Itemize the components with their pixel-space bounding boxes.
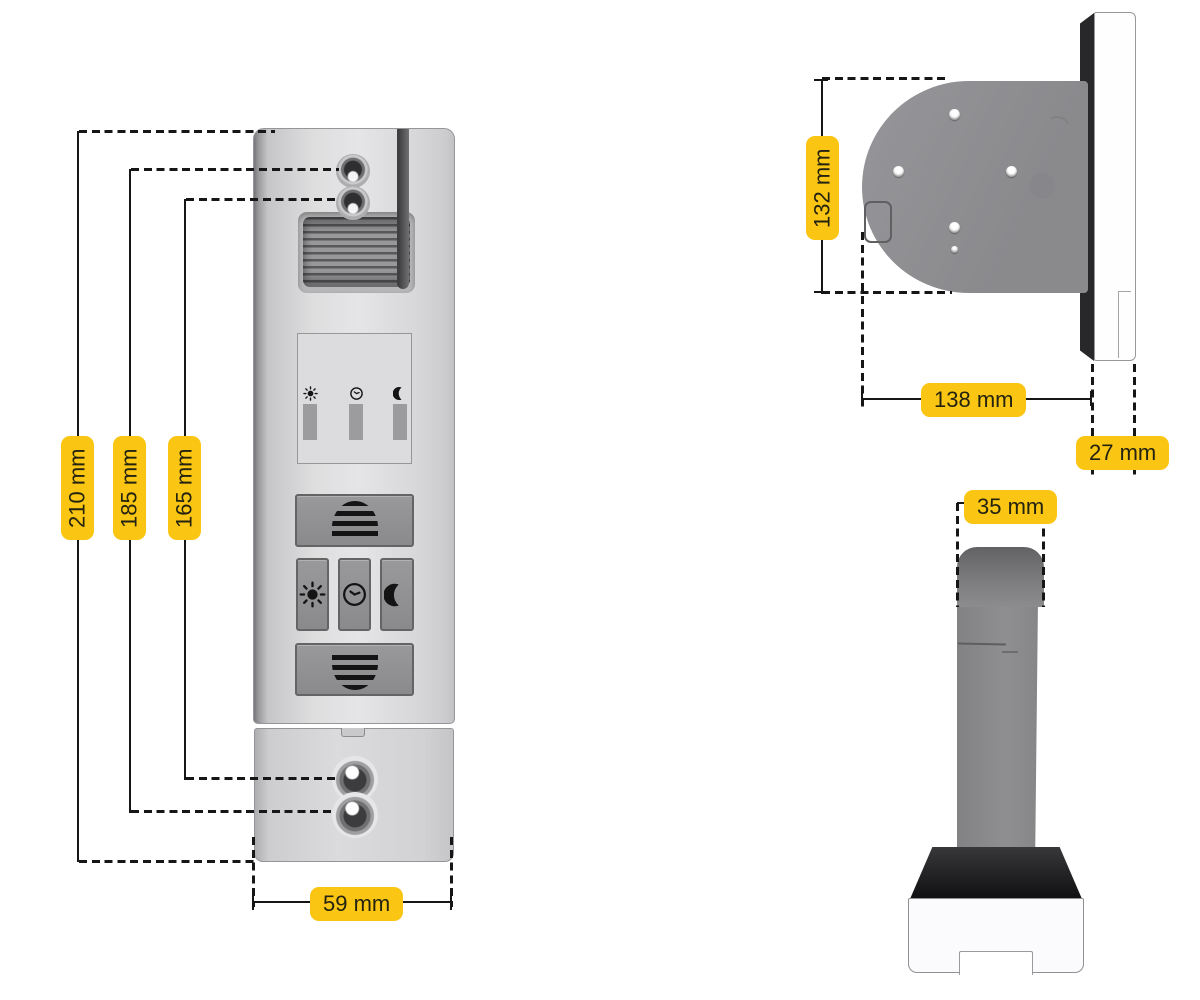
belt-latch-detail	[864, 201, 892, 243]
clock-icon	[349, 387, 363, 400]
dim-extension-185-bottom	[131, 810, 336, 813]
dim-extension-165-bottom	[186, 777, 336, 780]
dim-label-185mm: 185 mm	[113, 436, 146, 540]
dim-extension-210-top	[79, 130, 275, 133]
dim-extension-138-left	[861, 232, 864, 408]
plate-hole-left	[893, 166, 904, 177]
plate-hole-right	[1006, 166, 1017, 177]
panel-inner-detail	[1118, 291, 1131, 358]
base-notch	[959, 951, 1033, 975]
sun-button	[296, 558, 329, 631]
dim-tick	[814, 79, 828, 81]
level-bar-sun	[303, 404, 317, 440]
dim-tick	[450, 895, 452, 910]
plate-circle-detail	[1029, 173, 1055, 199]
dim-extension-138-right	[1091, 364, 1094, 476]
clock-icon	[343, 583, 366, 606]
top-screw-hole-1	[336, 154, 370, 188]
shutter-down-icon	[331, 649, 378, 690]
display-panel	[297, 333, 412, 464]
base-front-face	[908, 898, 1084, 973]
plate-hole-small	[951, 246, 958, 253]
cover-release-tab	[341, 728, 365, 737]
dim-label-132mm: 132 mm	[806, 136, 839, 240]
dim-extension-132-bottom	[822, 291, 952, 294]
moon-icon	[392, 387, 401, 400]
dim-label-138mm: 138 mm	[921, 383, 1027, 417]
moon-icon	[384, 583, 399, 606]
shutter-up-icon	[331, 500, 378, 541]
dim-extension-59-right	[450, 837, 453, 907]
dim-tick	[1090, 391, 1092, 406]
sun-icon	[299, 581, 326, 608]
housing-front-panel	[1094, 12, 1136, 361]
dim-label-27mm: 27 mm	[1076, 436, 1170, 470]
level-bar-moon	[393, 404, 407, 440]
belt-outlet-cap	[957, 547, 1044, 607]
dim-label-165mm: 165 mm	[168, 436, 201, 540]
bottom-screw-hole-2	[332, 792, 378, 838]
housing-seam-small	[1002, 651, 1018, 653]
dim-extension-59-left	[252, 837, 255, 907]
dim-tick	[252, 895, 254, 910]
dim-label-210mm: 210 mm	[61, 436, 94, 540]
plate-hole-bottom	[949, 222, 960, 233]
display-clock-indicator	[347, 386, 365, 440]
belt-slot	[397, 129, 409, 289]
top-screw-hole-2	[336, 186, 370, 220]
dim-extension-210-bottom	[79, 860, 255, 863]
shutter-up-button	[295, 494, 414, 547]
moon-button	[380, 558, 414, 631]
dim-label-59mm: 59 mm	[310, 887, 404, 921]
display-moon-indicator	[391, 386, 409, 440]
dim-tick	[814, 291, 828, 293]
dim-label-35mm: 35 mm	[964, 490, 1058, 524]
housing-column	[957, 600, 1038, 892]
dim-extension-165-top	[186, 198, 339, 201]
sun-icon	[302, 386, 318, 401]
belt-wheel	[303, 217, 410, 287]
level-bar-clock	[349, 404, 363, 440]
clock-button	[338, 558, 371, 631]
dim-extension-27-right	[1133, 364, 1136, 476]
shutter-down-button	[295, 643, 414, 696]
dim-extension-35-right	[1042, 503, 1045, 607]
dim-tick	[957, 502, 969, 504]
base-top-surface	[910, 847, 1082, 899]
plate-hole-top	[949, 109, 960, 120]
dim-extension-185-top	[131, 168, 339, 171]
dim-extension-35-left	[956, 503, 959, 607]
dim-extension-132-top	[822, 77, 948, 80]
dim-tick	[861, 391, 863, 406]
display-sun-indicator	[301, 386, 319, 440]
